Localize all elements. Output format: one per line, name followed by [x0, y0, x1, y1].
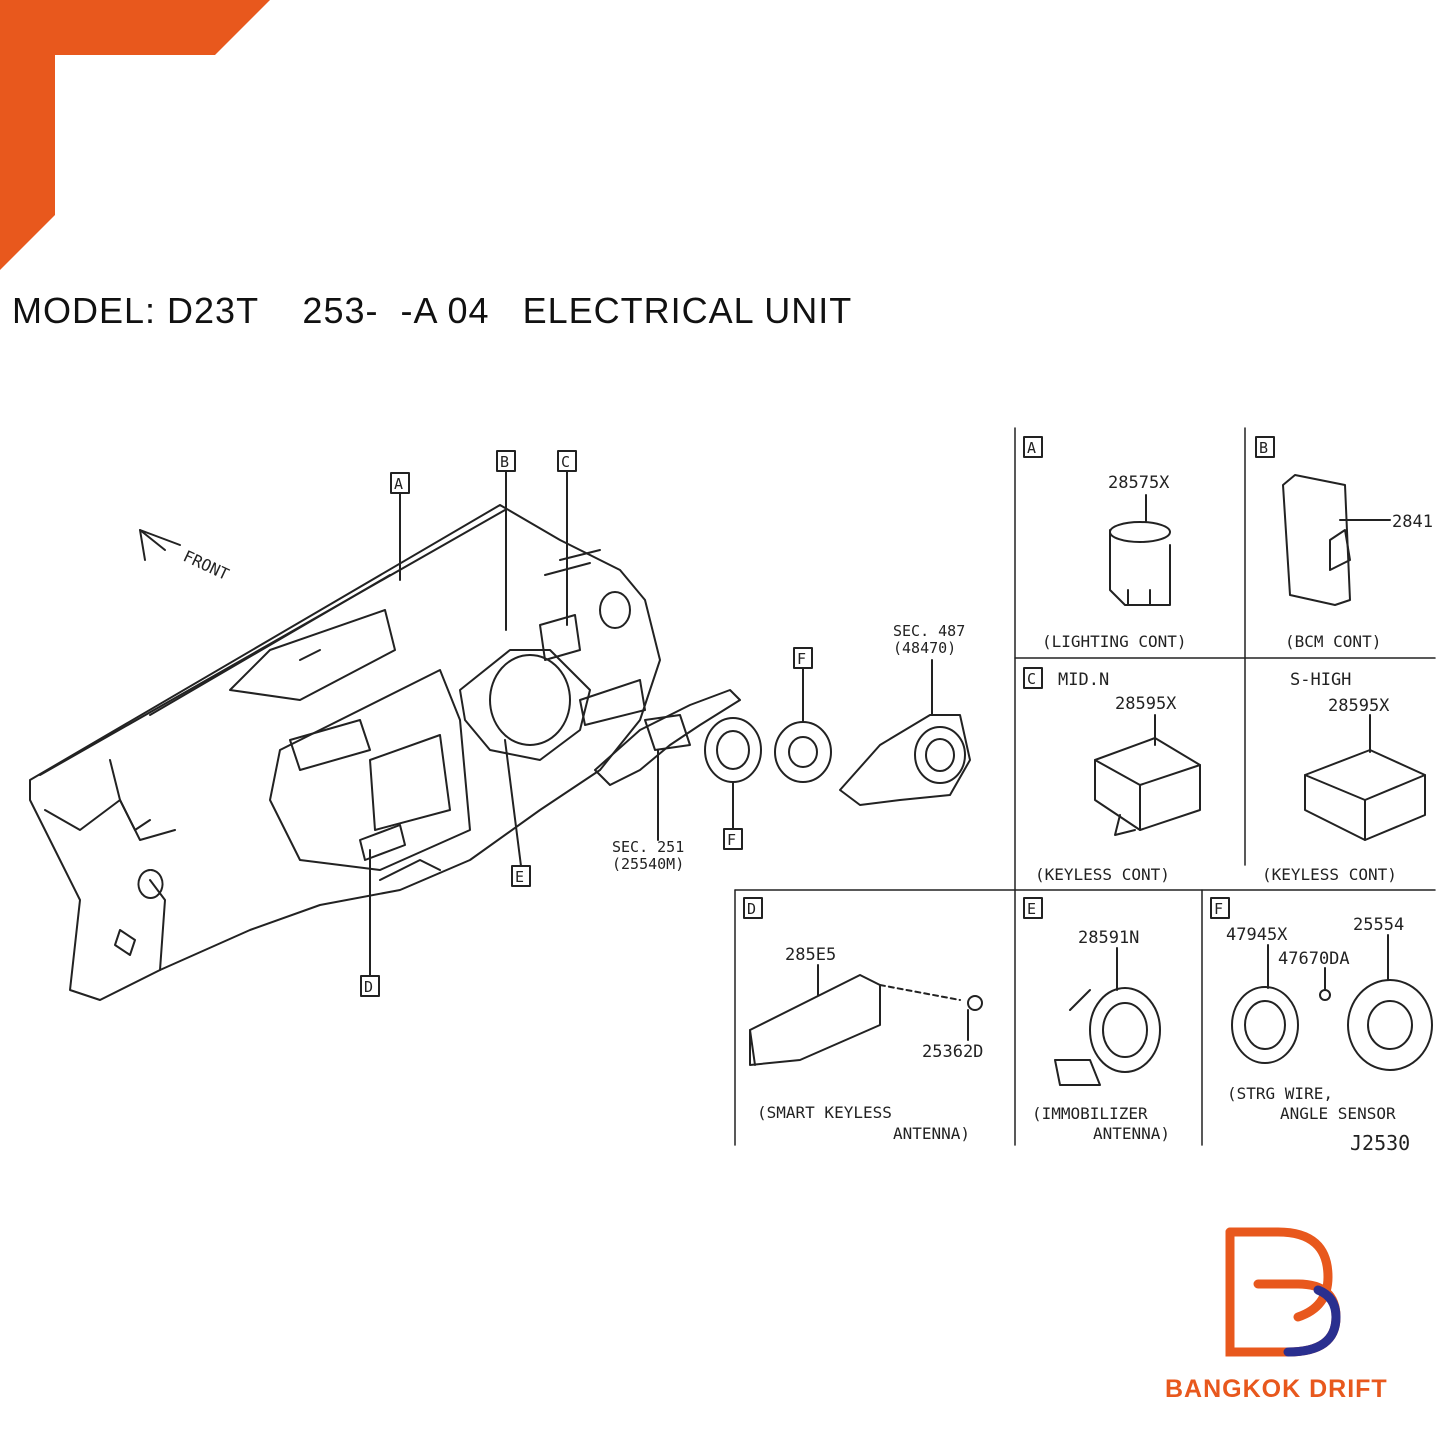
panel-e-part: 28591N — [1078, 928, 1139, 948]
panel-d-smart-keyless-antenna — [743, 897, 983, 1066]
panel-f-caption-2: ANGLE SENSOR — [1280, 1104, 1396, 1123]
combination-switch-drawing — [594, 689, 741, 841]
callout-f-lower: F — [727, 831, 736, 849]
sec-487-label: SEC. 487 — [893, 622, 965, 640]
callout-f-upper: F — [797, 650, 806, 668]
panel-c-variant-left: MID.N — [1058, 670, 1109, 690]
panel-d-caption-1: (SMART KEYLESS — [757, 1103, 892, 1122]
panel-f-letter: F — [1214, 900, 1223, 918]
panel-e-caption-1: (IMMOBILIZER — [1032, 1104, 1148, 1123]
panel-f-part-c: 47670DA — [1278, 949, 1350, 969]
svg-text:C: C — [561, 453, 570, 471]
svg-text:E: E — [515, 868, 524, 886]
svg-text:B: B — [500, 453, 509, 471]
page-title: MODEL: D23T 253- -A 04 ELECTRICAL UNIT — [12, 290, 853, 331]
panel-a-part: 28575X — [1108, 473, 1170, 493]
panel-b-bcm — [1255, 436, 1391, 606]
panel-a-letter: A — [1027, 439, 1036, 457]
panel-c-letter: C — [1027, 670, 1036, 688]
angle-sensor-drawing — [704, 717, 762, 850]
diagram-ref: J2530 — [1350, 1131, 1410, 1155]
callout-b: B — [496, 450, 516, 631]
panel-e-caption-2: ANTENNA) — [1093, 1124, 1170, 1143]
panel-b-caption: (BCM CONT) — [1285, 632, 1381, 651]
panel-c-caption-left: (KEYLESS CONT) — [1035, 865, 1170, 884]
panel-e-immobilizer-antenna — [1023, 897, 1161, 1086]
callout-c: C — [557, 450, 577, 626]
panel-grid — [734, 427, 1436, 1146]
panel-d-part-main: 285E5 — [785, 945, 836, 965]
panel-c-keyless-high — [1304, 714, 1426, 841]
panel-e-letter: E — [1027, 900, 1036, 918]
column-cover-drawing — [839, 659, 971, 806]
panel-f-part-b: 25554 — [1353, 915, 1404, 935]
dashboard-drawing — [29, 504, 661, 1001]
panel-b-part: 2841 — [1392, 512, 1433, 532]
panel-d-letter: D — [747, 900, 756, 918]
sec-251-part: (25540M) — [612, 855, 684, 873]
panel-a-caption: (LIGHTING CONT) — [1042, 632, 1187, 651]
panel-f-steering-wire — [1210, 897, 1433, 1071]
panel-f-part-a: 47945X — [1226, 925, 1288, 945]
panel-b-letter: B — [1259, 439, 1268, 457]
panel-c-part-right: 28595X — [1328, 696, 1390, 716]
panel-d-part-screw: 25362D — [922, 1042, 983, 1062]
callout-e: E — [504, 739, 531, 887]
callout-d: D — [360, 849, 380, 997]
svg-text:A: A — [394, 475, 403, 493]
panel-d-caption-2: ANTENNA) — [893, 1124, 970, 1143]
panel-c-variant-right: S-HIGH — [1290, 670, 1351, 690]
svg-text:D: D — [364, 978, 373, 996]
sec-251-label: SEC. 251 — [612, 838, 684, 856]
orange-corner-decoration — [0, 0, 270, 270]
brand-logo-icon — [1225, 1227, 1341, 1357]
panel-c-caption-right: (KEYLESS CONT) — [1262, 865, 1397, 884]
panel-f-caption-1: (STRG WIRE, — [1227, 1084, 1333, 1103]
panel-c-part-left: 28595X — [1115, 694, 1177, 714]
sec-487-part: (48470) — [893, 639, 956, 657]
spiral-cable-drawing — [774, 647, 832, 783]
parts-diagram: FRONT A B C E D — [29, 427, 1436, 1155]
callout-a: A — [390, 472, 410, 581]
front-label: FRONT — [180, 546, 232, 584]
panel-c-keyless-mid — [1023, 667, 1201, 836]
brand-name: BANGKOK DRIFT — [1165, 1375, 1388, 1403]
panel-a-lighting-control — [1023, 436, 1171, 606]
